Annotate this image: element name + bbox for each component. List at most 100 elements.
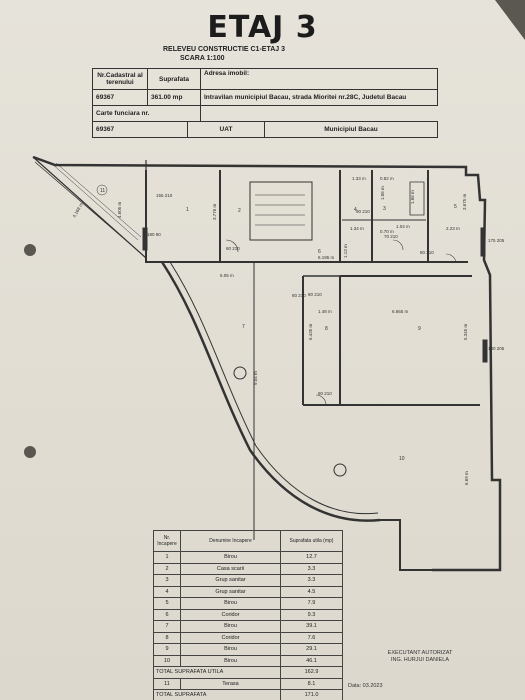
dim-label-19: 3.675 m xyxy=(462,193,467,210)
dim-label-12: 9.04 m xyxy=(253,371,258,385)
land-book-value: 69367 xyxy=(93,122,188,137)
room-area-cell: 4.5 xyxy=(280,585,343,598)
dim-label-9: 6.665 m xyxy=(392,309,409,314)
executant-name: ING. HURJUI DANIELA xyxy=(390,657,450,663)
uat-value: Municipiul Bacau xyxy=(324,126,378,133)
room-label-8: 8 xyxy=(325,326,328,332)
room-name-cell: Coridor xyxy=(180,608,281,621)
dim-label-11: 5.345 m xyxy=(463,323,468,340)
executant-block: EXECUTANT AUTORIZAT ING. HURJUI DANIELA xyxy=(350,650,490,664)
dim-label-18: 1.13 m xyxy=(343,244,348,258)
room-label-2: 2 xyxy=(238,208,241,214)
opening-label-3: 90 210 xyxy=(356,209,370,214)
cadastral-label: Nr.Cadastral al terenului xyxy=(92,68,148,90)
room-area-cell: 12.7 xyxy=(280,551,343,564)
dim-label-20: 4.168 m xyxy=(72,202,85,219)
dim-label-15: 3.776 m xyxy=(212,203,217,220)
opening-label-4: 70 210 xyxy=(384,234,398,239)
rooms-header-nr: Nr. Incapere xyxy=(153,530,181,552)
room-label-4: 4 xyxy=(354,207,357,213)
opening-label-0: 155 210 xyxy=(156,193,173,198)
executant-title: EXECUTANT AUTORIZAT xyxy=(387,650,453,656)
dim-label-2: 1.34 m xyxy=(350,226,364,231)
dim-label-7: 6.05 m xyxy=(220,273,234,278)
room-name-cell: Birou xyxy=(180,643,281,656)
dim-label-6: 6.195 m xyxy=(318,255,335,260)
opening-label-10: 80 210 xyxy=(318,391,332,396)
date-label: Data: 03.2023 xyxy=(348,683,383,689)
room-nr-cell: 7 xyxy=(153,620,181,633)
room-area-cell: 9.3 xyxy=(280,608,343,621)
uat-label: UAT xyxy=(187,122,265,137)
room-name-cell: Birou xyxy=(180,597,281,610)
room-label-1: 1 xyxy=(186,207,189,213)
room-area-cell: 39.1 xyxy=(280,620,343,633)
dim-label-1: 0.82 m xyxy=(380,176,394,181)
dim-label-8: 1.48 m xyxy=(318,309,332,314)
total-util-label: TOTAL SUPRAFATA UTILA xyxy=(153,666,281,679)
dim-label-17: 1.66 m xyxy=(410,190,415,204)
room-label-5: 5 xyxy=(454,204,457,210)
subtitle-line1: RELEVEU CONSTRUCTIE C1-ETAJ 3 xyxy=(163,46,285,53)
dim-label-4: 1.04 m xyxy=(396,224,410,229)
room-area-cell: 46.1 xyxy=(280,654,343,667)
rooms-header-area: Suprafata utila (mp) xyxy=(280,530,343,552)
room-name-cell: Birou xyxy=(180,654,281,667)
punch-hole-bottom xyxy=(24,446,36,458)
room-name-cell: Birou xyxy=(180,551,281,564)
opening-label-5: 80 210 xyxy=(420,250,434,255)
opening-label-1: 180 90 xyxy=(147,232,161,237)
room-nr-cell: 10 xyxy=(153,654,181,667)
room-name-cell: Grup sanitar xyxy=(180,574,281,587)
room-nr-cell: 6 xyxy=(153,608,181,621)
address-value: Intravilan municipiul Bacau, strada Mior… xyxy=(200,89,438,106)
room-area-cell: 29.1 xyxy=(280,643,343,656)
opening-label-6: 80 210 xyxy=(292,293,306,298)
room-name-cell: Grup sanitar xyxy=(180,585,281,598)
total-label: TOTAL SUPRAFATA xyxy=(153,689,281,700)
room-label-6: 6 xyxy=(318,249,321,255)
terrace-area: 8.1 xyxy=(280,677,343,690)
room-label-9: 9 xyxy=(418,326,421,332)
room-nr-cell: 4 xyxy=(153,585,181,598)
opening-label-7: 175 205 xyxy=(488,238,505,243)
room-name-cell: Casa scarii xyxy=(180,562,281,575)
room-nr-cell: 1 xyxy=(153,551,181,564)
page-title: ETAJ 3 xyxy=(207,10,318,45)
opening-label-2: 80 210 xyxy=(226,246,240,251)
room-area-cell: 3.3 xyxy=(280,562,343,575)
room-area-cell: 7.6 xyxy=(280,631,343,644)
terrace-nr: 11 xyxy=(153,677,181,690)
room-label-7: 7 xyxy=(242,324,245,330)
opening-label-9: 100 205 xyxy=(488,346,505,351)
room-name-cell: Coridor xyxy=(180,631,281,644)
page-corner xyxy=(495,0,525,40)
room-nr-cell: 2 xyxy=(153,562,181,575)
dim-label-14: 4.605 m xyxy=(117,201,122,218)
rooms-table: Nr. Incapere Denumire Incapere Suprafata… xyxy=(153,530,343,700)
room-nr-cell: 5 xyxy=(153,597,181,610)
punch-hole-top xyxy=(24,244,36,256)
room-label-3: 3 xyxy=(383,206,386,212)
dim-label-0: 1.33 m xyxy=(352,176,366,181)
room-nr-cell: 9 xyxy=(153,643,181,656)
total-util-value: 162.9 xyxy=(280,666,343,679)
opening-label-8: 80 210 xyxy=(308,292,322,297)
room-area-cell: 3.3 xyxy=(280,574,343,587)
dim-label-16: 1.06 m xyxy=(380,186,385,200)
room-label-11: 11 xyxy=(100,188,105,194)
dim-label-10: 6.435 m xyxy=(308,323,313,340)
room-nr-cell: 3 xyxy=(153,574,181,587)
room-nr-cell: 8 xyxy=(153,631,181,644)
